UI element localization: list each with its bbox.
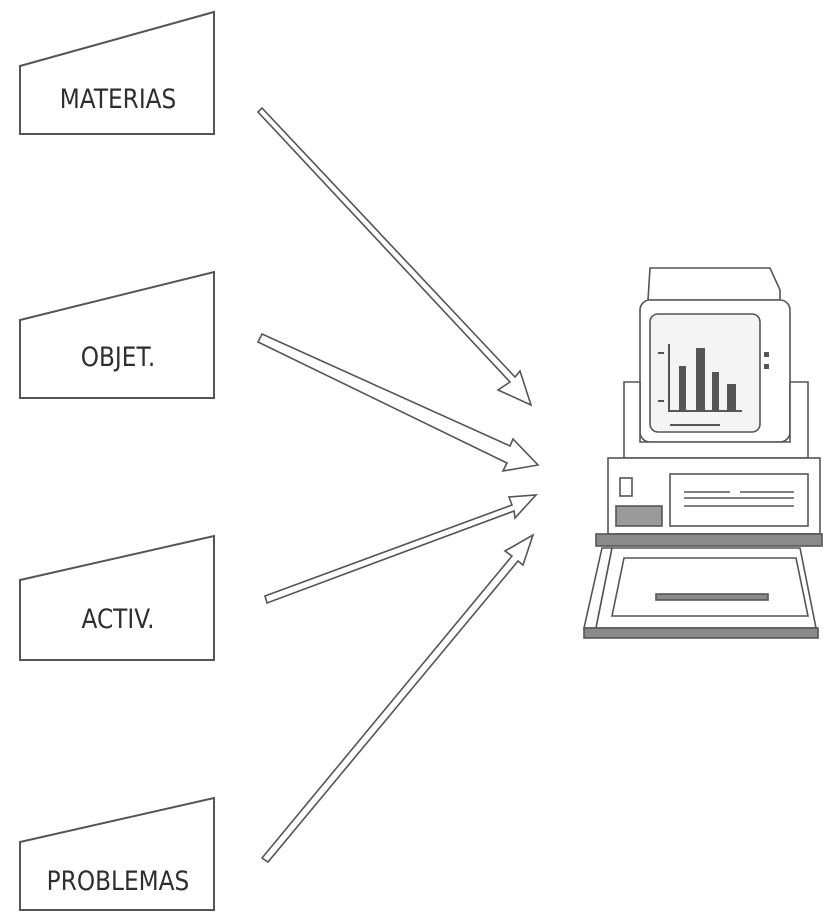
card-label-activ: ACTIV. bbox=[81, 604, 155, 635]
double-line-arrow-icon bbox=[264, 494, 538, 605]
card-shape bbox=[19, 534, 215, 661]
input-card-objet: OBJET. bbox=[18, 270, 218, 400]
double-line-arrow-icon bbox=[256, 106, 533, 407]
card-label-objet: OBJET. bbox=[80, 342, 156, 373]
card-label-problemas: PROBLEMAS bbox=[46, 866, 190, 897]
double-line-arrow-icon bbox=[256, 332, 540, 473]
card-shape bbox=[19, 10, 215, 135]
card-label-materias: MATERIAS bbox=[59, 84, 177, 115]
input-card-problemas: PROBLEMAS bbox=[18, 796, 218, 916]
input-card-activ: ACTIV. bbox=[18, 534, 218, 664]
card-shape bbox=[19, 796, 215, 911]
double-line-arrow-icon bbox=[260, 533, 535, 864]
screen-chart-icon bbox=[658, 344, 769, 426]
card-shape bbox=[19, 270, 215, 399]
input-card-materias: MATERIAS bbox=[18, 8, 218, 138]
computer-icon bbox=[583, 267, 823, 639]
